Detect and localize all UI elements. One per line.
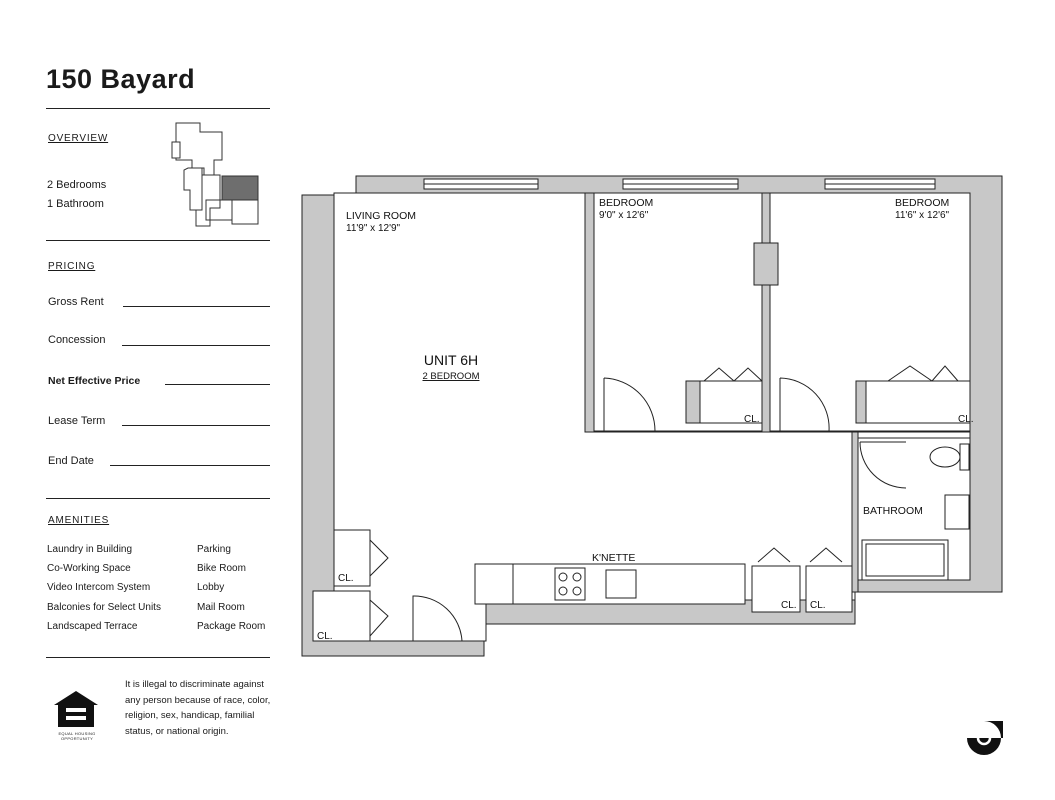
bedroom-2-label: BEDROOM [895,197,949,209]
brand-logo-icon [967,721,1003,755]
amenity-item: Package Room [197,620,266,632]
closet-kitchen-1 [751,565,801,613]
partition-wall [761,192,771,433]
closet-wall [685,380,701,424]
column [753,242,779,286]
key-plan [171,122,259,227]
equal-housing-caption: EQUAL HOUSING OPPORTUNITY [58,731,96,741]
end-date-label: End Date [48,455,94,467]
building-title: 150 Bayard [46,64,196,94]
amenity-item: Lobby [197,582,225,594]
entry-door-swing [412,595,463,642]
partition-wall [584,192,595,433]
equal-housing-icon [54,691,98,727]
burner-icons [558,572,582,596]
bifold-door [369,539,389,577]
sink-icon [944,494,970,530]
amenity-item: Balconies for Select Units [47,601,161,613]
amenity-item: Bike Room [197,563,246,575]
concession-label: Concession [48,334,106,346]
amenity-item: Landscaped Terrace [47,620,138,632]
closet-label: CL. [744,414,760,425]
net-effective-label: Net Effective Price [48,375,141,387]
unit-type: 2 BEDROOM [422,371,479,382]
bedroom-2-dims: 11'6" x 12'6" [895,210,950,221]
overview-heading: OVERVIEW [48,133,109,144]
bifold-door [703,367,763,382]
closet-label: CL. [338,573,354,584]
toilet-tank [959,443,970,471]
door-swing [859,441,907,489]
closet-label: CL. [317,631,333,642]
pricing-heading: PRICING [48,261,96,272]
bifold-door [369,599,389,637]
door-swing [603,377,656,432]
fair-housing-statement: It is illegal to discriminate against an… [125,679,271,737]
bathtub-icon [861,539,949,581]
closet-label: CL. [781,600,797,611]
amenity-item: Laundry in Building [47,544,133,555]
living-room-label: LIVING ROOM [346,210,416,222]
living-room-dims: 11'9" x 12'9" [346,223,401,234]
divider [46,240,270,241]
net-effective-field [165,384,270,385]
kitchen-sink-icon [605,569,637,599]
bifold-door [887,365,959,382]
closet-bedroom-2 [865,380,971,424]
amenity-item: Mail Room [197,601,245,613]
closet-kitchen-2 [805,565,853,613]
closet-living-1 [333,529,371,587]
bifold-door [757,547,843,563]
closet-living-2 [312,590,371,642]
bedroom-1-label: BEDROOM [599,197,653,209]
door-swing [779,377,830,432]
unit-number: UNIT 6H [424,352,478,368]
lease-term-field [122,425,270,426]
bathroom-label: BATHROOM [863,505,923,517]
closet-label: CL. [958,414,974,425]
closet-wall [855,380,867,424]
bedroom-count: 2 Bedrooms [47,179,107,191]
gross-rent-field [123,306,270,307]
toilet-icon [929,446,961,468]
window [423,178,936,190]
info-sidebar: 150 Bayard OVERVIEW 2 Bedrooms 1 Bathroo… [0,0,290,800]
gross-rent-label: Gross Rent [48,296,104,308]
amenities-list-primary: Laundry in Building Co-Working Space Vid… [47,540,161,636]
concession-field [122,345,270,346]
kitchenette-label: K'NETTE [592,552,635,564]
divider [46,498,270,499]
amenities-list-secondary: Parking Bike Room Lobby Mail Room Packag… [197,540,265,636]
bathroom-wall [851,431,859,593]
stove-icon [554,567,586,601]
amenity-item: Parking [197,544,231,555]
amenity-item: Co-Working Space [47,563,131,575]
amenities-heading: AMENITIES [48,515,110,526]
divider [46,657,270,658]
lease-term-label: Lease Term [48,415,106,427]
bedroom-1-dims: 9'0" x 12'6" [599,210,649,221]
divider [46,108,270,109]
key-plan-unit-highlight [221,175,259,201]
bathroom-count: 1 Bathroom [47,198,104,210]
bathtub-inner [865,543,945,577]
closet-label: CL. [810,600,826,611]
amenity-item: Video Intercom System [47,582,151,594]
end-date-field [110,465,270,466]
